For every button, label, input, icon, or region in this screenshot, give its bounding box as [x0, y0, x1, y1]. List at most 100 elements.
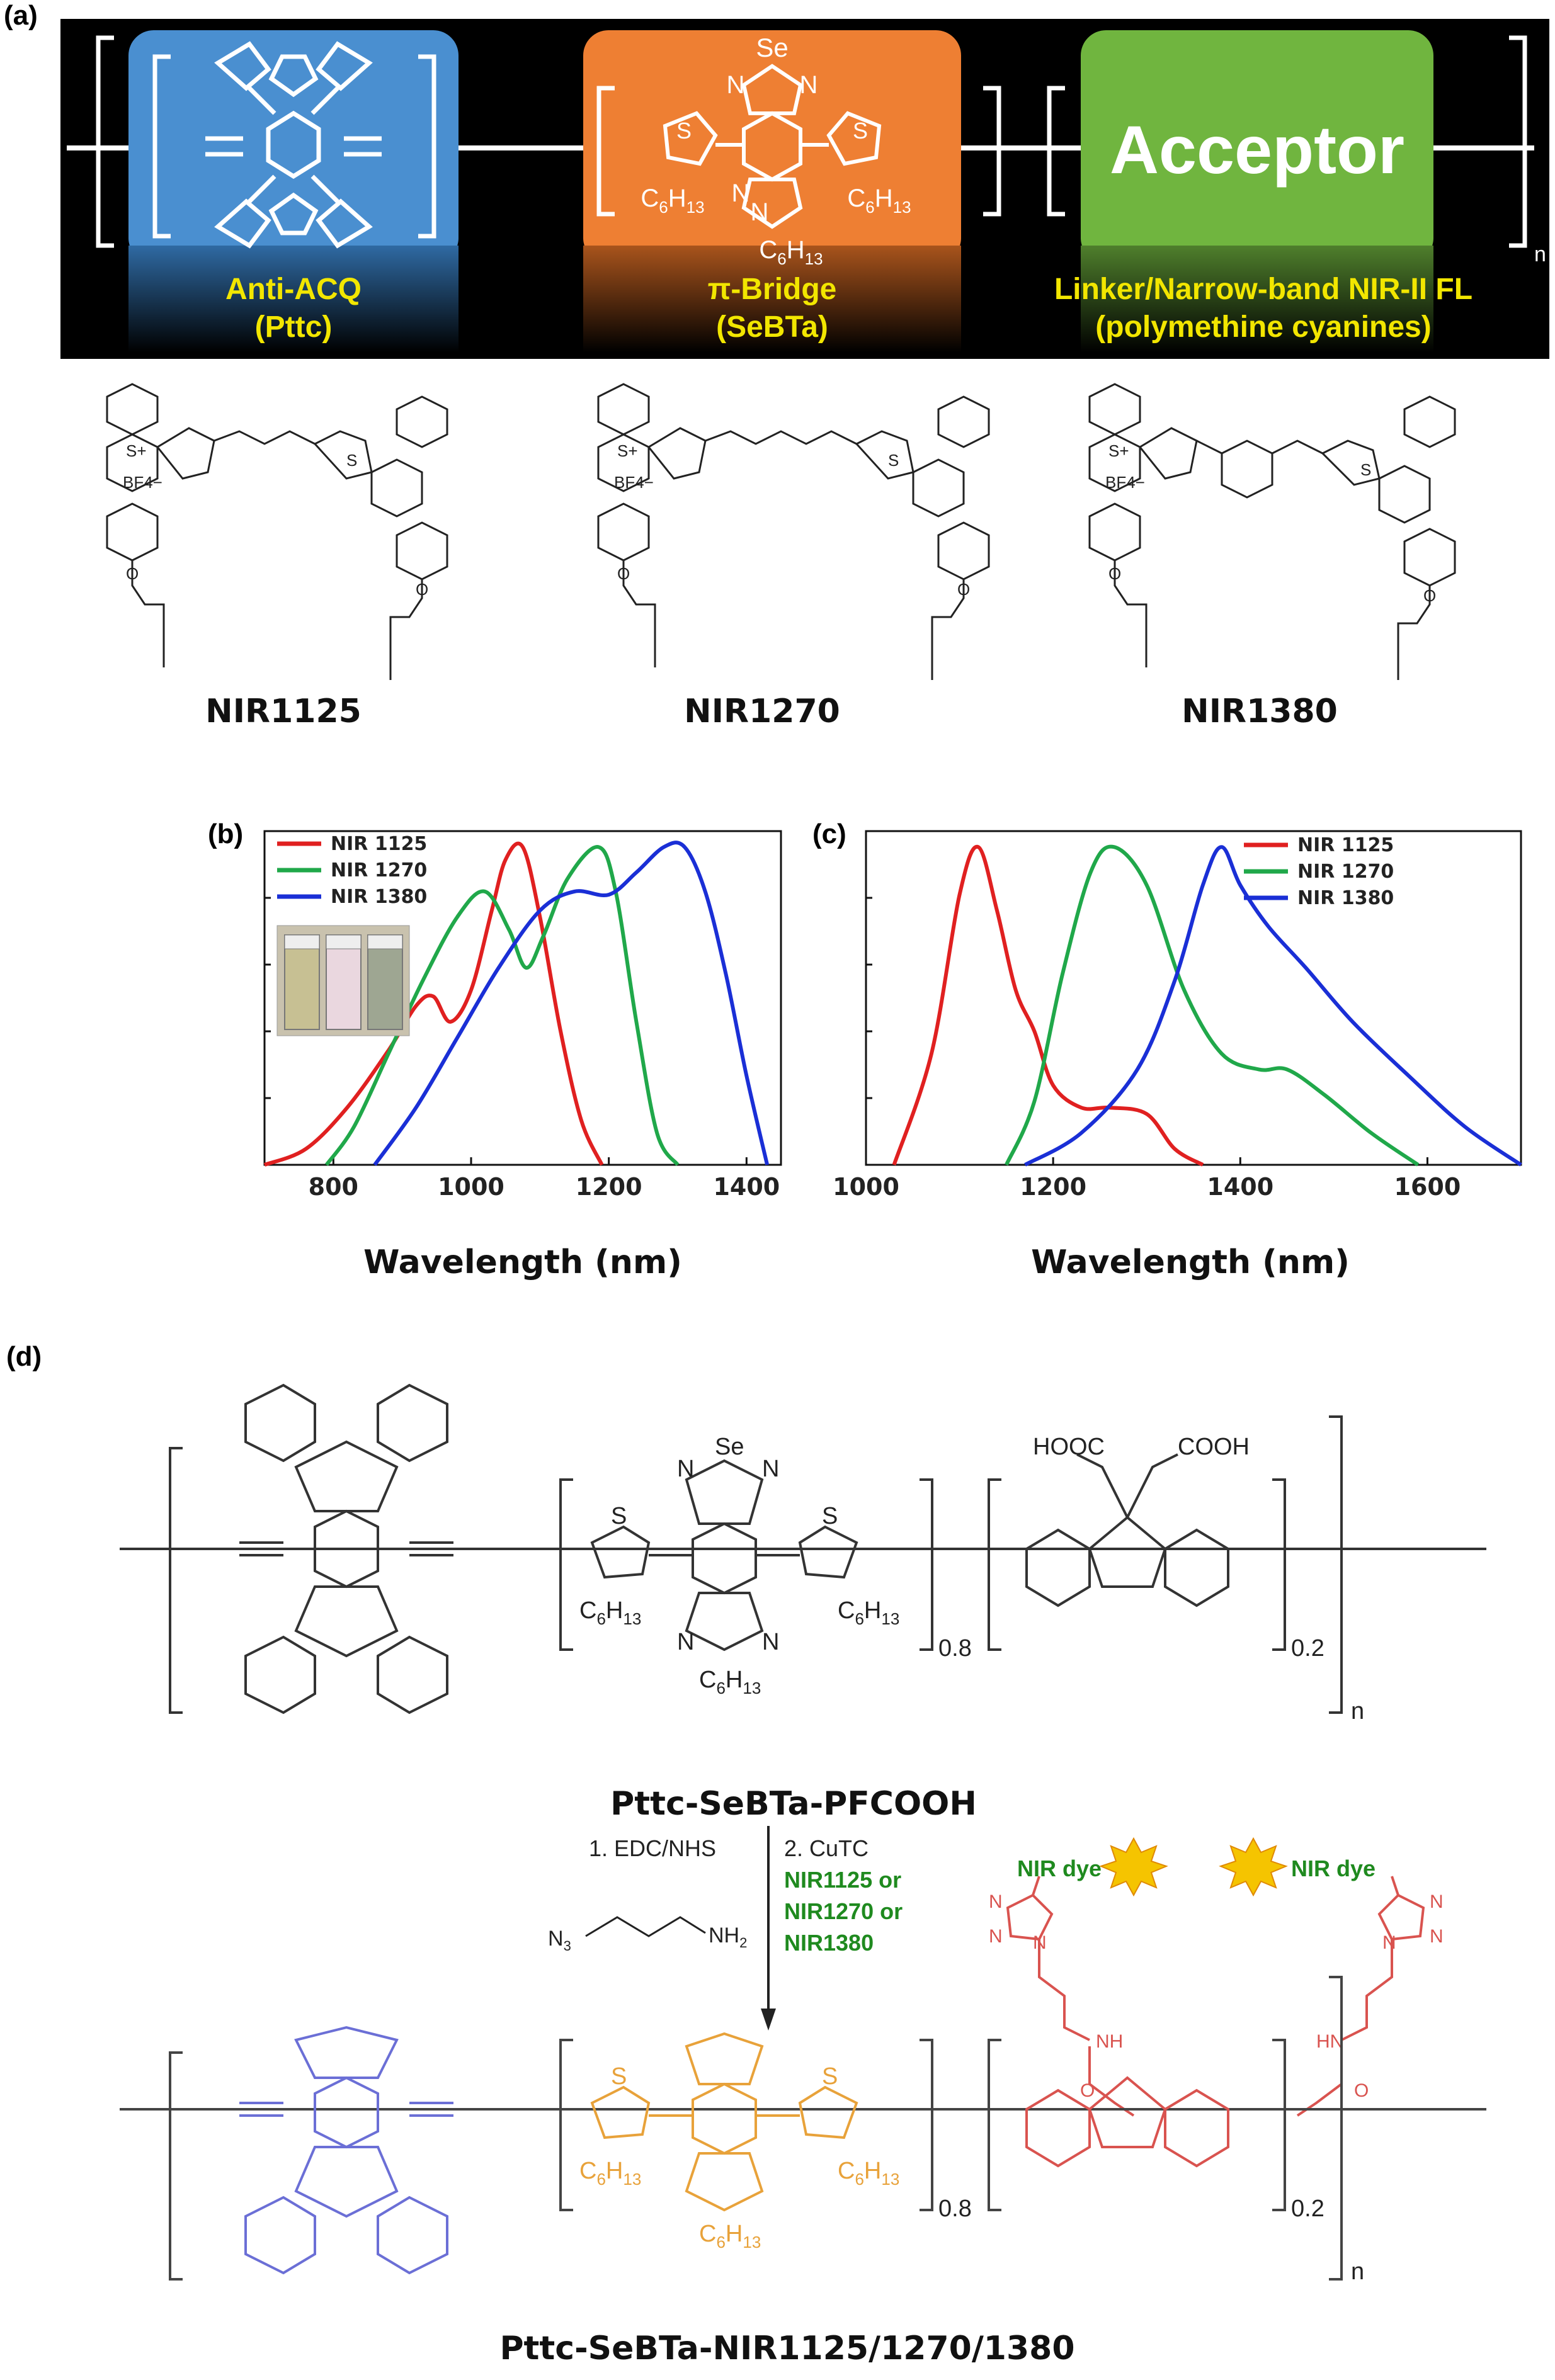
chart-c-xlabel: Wavelength (nm)	[1031, 1244, 1350, 1281]
svg-text:N: N	[762, 1456, 779, 1482]
svg-text:S: S	[888, 451, 899, 470]
acceptor-title: Acceptor	[1110, 111, 1404, 188]
dye-label-nir1380: NIR1380	[1182, 693, 1338, 730]
x-tick-label: 1600	[1394, 1173, 1461, 1201]
svg-text:S: S	[676, 118, 692, 144]
svg-text:0.8: 0.8	[938, 1635, 972, 1662]
svg-text:N: N	[989, 1891, 1003, 1912]
svg-text:O: O	[416, 580, 428, 599]
svg-text:C6H13: C6H13	[759, 236, 823, 268]
legend-label-1: NIR 1125	[331, 833, 427, 855]
svg-text:n: n	[1351, 1698, 1364, 1725]
svg-text:HOOC: HOOC	[1033, 1434, 1105, 1460]
legend-label-3: NIR 1380	[1297, 887, 1394, 909]
panel-label-b: (b)	[208, 819, 244, 849]
series-line-2	[1005, 844, 1420, 1167]
series-line-3	[1024, 845, 1522, 1167]
svg-text:S: S	[611, 2063, 627, 2090]
banner: Se N N N N C6H13 C6H13 C6H13 S S Accepto…	[60, 19, 1549, 359]
svg-text:HN: HN	[1316, 2031, 1343, 2052]
svg-text:N: N	[1430, 1926, 1444, 1947]
block3-sub: (polymethine cyanines)	[1095, 310, 1431, 344]
svg-text:O: O	[1108, 564, 1121, 583]
svg-text:BF4−: BF4−	[123, 473, 162, 492]
svg-text:NH2: NH2	[709, 1924, 747, 1951]
x-tick-label: 1400	[713, 1173, 780, 1201]
svg-text:BF4−: BF4−	[1105, 473, 1145, 492]
x-tick-label: 1000	[438, 1173, 504, 1201]
polymer-top-name: Pttc-SeBTa-PFCOOH	[610, 1785, 977, 1823]
svg-text:O: O	[617, 564, 630, 583]
svg-text:N: N	[1430, 1891, 1444, 1912]
svg-text:N: N	[989, 1926, 1003, 1947]
svg-text:S+: S+	[126, 441, 147, 460]
block1-sub: (Pttc)	[255, 310, 333, 344]
plot-frame	[865, 830, 1522, 1166]
reaction-step1: 1. EDC/NHS	[589, 1835, 717, 1861]
vial-2	[326, 934, 362, 1030]
block1-label: Anti-ACQ	[225, 273, 362, 306]
nir-dye-left: NIR dye	[1017, 1856, 1102, 1881]
svg-text:0.2: 0.2	[1291, 2196, 1324, 2222]
banner-repeat-n: n	[1534, 242, 1546, 266]
x-tick-label: 1200	[576, 1173, 642, 1201]
svg-text:N: N	[677, 1456, 694, 1482]
polymer-top-structure: Se N N N N S S HOOC COOH 0.8 0.2 n C6H13…	[120, 1383, 1486, 1725]
star-icon-1	[1099, 1837, 1168, 1897]
svg-text:C6H13: C6H13	[838, 1597, 899, 1628]
svg-text:N: N	[732, 179, 750, 207]
series-line-1	[892, 844, 1204, 1167]
svg-text:N: N	[1382, 1932, 1396, 1953]
svg-text:O: O	[1354, 2080, 1369, 2101]
legend-label-2: NIR 1270	[331, 859, 427, 881]
svg-text:O: O	[957, 580, 970, 599]
reaction-arrow	[761, 1826, 776, 2031]
dye-label-nir1270: NIR1270	[684, 693, 840, 730]
svg-text:n: n	[1351, 2258, 1364, 2285]
legend-label-2: NIR 1270	[1297, 861, 1394, 883]
svg-text:N3: N3	[548, 1927, 571, 1954]
pttc-block	[128, 30, 459, 353]
reaction-step2: 2. CuTC	[784, 1835, 869, 1861]
svg-text:C6H13: C6H13	[838, 2158, 899, 2189]
svg-text:BF4−: BF4−	[614, 473, 654, 492]
reagent-1: NIR1125 or	[784, 1867, 902, 1893]
svg-text:N: N	[800, 71, 818, 99]
x-tick-label: 1200	[1020, 1173, 1086, 1201]
block2-sub: (SeBTa)	[716, 310, 828, 344]
panel-label-c: (c)	[812, 819, 846, 849]
svg-text:S: S	[611, 1503, 627, 1529]
svg-text:S: S	[822, 2063, 838, 2090]
x-tick-label: 800	[309, 1173, 358, 1201]
dye-nir1380-structure	[1088, 383, 1456, 680]
sebta-block: Se N N N N C6H13 C6H13 C6H13 S S	[96, 30, 1527, 353]
svg-text:O: O	[126, 564, 139, 583]
azide-linker: N3 NH2	[548, 1916, 747, 1954]
svg-text:0.8: 0.8	[938, 2196, 972, 2222]
svg-text:C6H13: C6H13	[699, 1667, 761, 1697]
svg-text:O: O	[1423, 586, 1436, 605]
svg-text:O: O	[1080, 2080, 1095, 2101]
polymer-bottom-structure: 0.8 0.2 n C6H13 C6H13 C6H13 S S	[120, 1976, 1486, 2285]
x-tick-label: 1000	[833, 1173, 899, 1201]
svg-text:S: S	[822, 1503, 838, 1529]
svg-text:S+: S+	[617, 441, 638, 460]
svg-text:N: N	[677, 1629, 694, 1655]
acceptor-block: Acceptor	[1081, 30, 1433, 353]
svg-text:S+: S+	[1108, 441, 1129, 460]
svg-text:COOH: COOH	[1178, 1434, 1250, 1460]
svg-text:Se: Se	[715, 1434, 744, 1460]
svg-text:C6H13: C6H13	[847, 184, 911, 217]
vial-3	[367, 934, 403, 1030]
svg-text:NH: NH	[1096, 2031, 1123, 2052]
svg-text:0.2: 0.2	[1291, 1635, 1324, 1662]
svg-text:N: N	[762, 1629, 779, 1655]
svg-text:S: S	[1360, 460, 1371, 479]
panel-label-a: (a)	[4, 0, 38, 31]
svg-text:N: N	[751, 198, 769, 226]
legend-label-1: NIR 1125	[1297, 834, 1394, 856]
block2-label: π-Bridge	[708, 273, 837, 306]
series-line-1	[263, 841, 604, 1167]
